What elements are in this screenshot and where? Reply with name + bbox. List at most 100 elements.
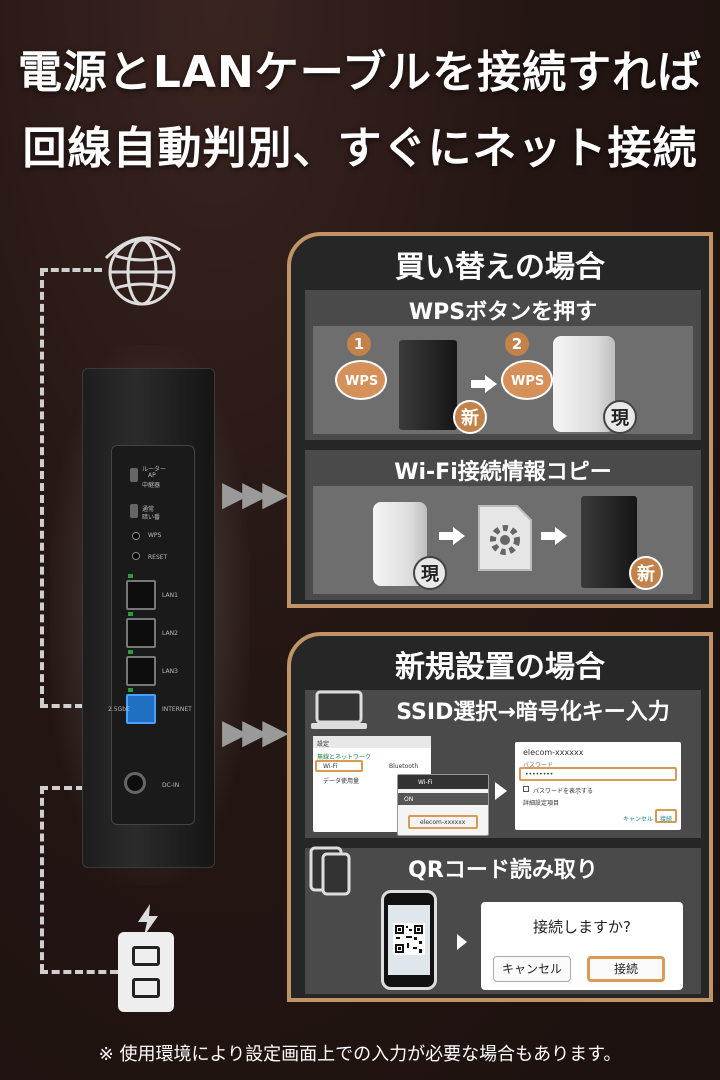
lan3-led bbox=[128, 650, 133, 654]
arrow-step-stem bbox=[471, 380, 485, 388]
new-badge-1: 新 bbox=[453, 400, 487, 434]
lan3-port bbox=[126, 656, 156, 686]
step-2-number: 2 bbox=[505, 332, 529, 356]
settings-group-label: 無線とネットワーク bbox=[317, 754, 372, 761]
wifi-screen-title: Wi-Fi bbox=[418, 779, 433, 786]
arrow-copy-stem-1 bbox=[439, 532, 453, 540]
new-install-panel: 新規設置の場合 SSID選択→暗号化キー入力 設定 無線とネットワーク Wi-F… bbox=[287, 632, 713, 1002]
wifi-on-label: ON bbox=[404, 796, 414, 803]
arrow-step-icon bbox=[485, 375, 497, 393]
light-switch bbox=[130, 504, 138, 518]
wps-badge-2: WPS bbox=[511, 374, 545, 389]
new-router-device-copy bbox=[581, 496, 637, 588]
wps-button bbox=[132, 532, 140, 540]
current-badge-1: 現 bbox=[603, 400, 637, 434]
password-cancel-button[interactable]: キャンセル bbox=[623, 816, 654, 823]
ssid-section-title: SSID選択→暗号化キー入力 bbox=[396, 700, 670, 725]
settings-document-icon bbox=[478, 505, 532, 571]
wifi-on-bar bbox=[398, 793, 488, 805]
router-device: ルーター AP 中継器 通常 暗い番 WPS RESET LAN1 LAN2 L… bbox=[82, 368, 215, 868]
lan1-port bbox=[126, 580, 156, 610]
copy-section-title: Wi-Fi接続情報コピー bbox=[394, 460, 612, 485]
internet-led bbox=[128, 688, 133, 692]
show-password-checkbox[interactable] bbox=[523, 786, 529, 792]
speed-label: 2.5GbE bbox=[108, 706, 130, 713]
mode-label-repeater: 中継器 bbox=[142, 482, 161, 489]
new-install-panel-title: 新規設置の場合 bbox=[395, 650, 605, 685]
headline-line-1: 電源とLANケーブルを接続すれば bbox=[17, 47, 703, 98]
dialog-question: 接続しますか? bbox=[533, 918, 631, 936]
dc-in-jack bbox=[124, 772, 146, 794]
replace-panel-title: 買い替えの場合 bbox=[395, 250, 605, 285]
password-field-highlight bbox=[519, 767, 677, 781]
wps-section: WPSボタンを押す 1 WPS 新 2 WPS 現 bbox=[305, 290, 701, 440]
step-1-number: 1 bbox=[347, 332, 371, 356]
wifi-item-highlight bbox=[315, 760, 363, 772]
advanced-settings-label: 詳細設定項目 bbox=[523, 800, 560, 807]
outlet-socket-bottom bbox=[132, 978, 160, 998]
mode-switch bbox=[130, 468, 138, 482]
new-router-device bbox=[399, 340, 457, 430]
lan2-port bbox=[126, 618, 156, 648]
dialog-connect-button[interactable]: 接続 bbox=[587, 956, 665, 982]
power-outlet-icon bbox=[118, 932, 174, 1012]
internet-connection-line-vertical bbox=[40, 268, 44, 706]
reset-port-label: RESET bbox=[148, 554, 168, 561]
copy-section: Wi-Fi接続情報コピー 現 新 bbox=[305, 450, 701, 600]
internet-connection-line bbox=[40, 268, 102, 272]
wps-badge-1: WPS bbox=[345, 374, 379, 389]
light-label-dark: 暗い番 bbox=[142, 514, 161, 521]
settings-header bbox=[313, 736, 431, 748]
lan1-port-label: LAN1 bbox=[162, 592, 178, 599]
settings-title: 設定 bbox=[317, 741, 330, 748]
power-bolt-icon bbox=[138, 904, 158, 936]
connect-dialog: 接続しますか? キャンセル 接続 bbox=[481, 902, 683, 990]
password-screen-ssid: elecom-xxxxxx bbox=[523, 748, 584, 757]
power-connection-line bbox=[40, 786, 120, 790]
wps-port-label: WPS bbox=[148, 532, 162, 539]
arrow-qr-icon bbox=[457, 934, 467, 950]
dialog-cancel-button[interactable]: キャンセル bbox=[493, 956, 571, 982]
mode-label-router: ルーター bbox=[142, 466, 167, 473]
lan3-port-label: LAN3 bbox=[162, 668, 178, 675]
qr-code-icon bbox=[393, 923, 425, 955]
dc-in-port-label: DC-IN bbox=[162, 782, 180, 789]
password-connect-highlight bbox=[655, 809, 677, 823]
password-input[interactable]: •••••••• bbox=[525, 771, 554, 778]
arrow-copy-stem-2 bbox=[541, 532, 555, 540]
power-connection-line-vertical bbox=[40, 786, 44, 972]
light-label-normal: 通常 bbox=[142, 506, 155, 513]
arrow-copy-icon-1 bbox=[453, 527, 465, 545]
settings-bluetooth-item[interactable]: Bluetooth bbox=[389, 763, 419, 770]
tablet-icon bbox=[309, 846, 351, 896]
qr-section: QRコード読み取り 接続しますか? キャンセル 接続 bbox=[305, 846, 701, 994]
arrow-chevrons-to-new: ▶▶▶ bbox=[222, 712, 288, 752]
password-screen: elecom-xxxxxx パスワード •••••••• パスワードを表示する … bbox=[515, 742, 681, 830]
wifi-screen-header bbox=[398, 775, 488, 789]
internet-port-label: INTERNET bbox=[162, 706, 192, 713]
smartphone-icon bbox=[381, 890, 437, 990]
current-badge-2: 現 bbox=[413, 556, 447, 590]
arrow-ssid-icon bbox=[495, 782, 507, 800]
reset-button bbox=[132, 552, 140, 560]
outlet-socket-top bbox=[132, 946, 160, 966]
password-connect-button[interactable]: 接続 bbox=[660, 816, 673, 823]
power-connection-line-to-outlet bbox=[40, 970, 118, 974]
password-field-label: パスワード bbox=[523, 762, 554, 769]
headline-line-2: 回線自動判別、すぐにネット接続 bbox=[22, 123, 698, 174]
lan2-led bbox=[128, 612, 133, 616]
show-password-label: パスワードを表示する bbox=[533, 788, 594, 795]
replace-panel: 買い替えの場合 WPSボタンを押す 1 WPS 新 2 WPS 現 Wi-Fi接… bbox=[287, 232, 713, 608]
arrow-chevrons-to-replace: ▶▶▶ bbox=[222, 474, 288, 514]
ssid-section: SSID選択→暗号化キー入力 設定 無線とネットワーク Wi-Fi Blueto… bbox=[305, 690, 701, 838]
wifi-ssid-item[interactable]: elecom-xxxxxx bbox=[420, 819, 466, 826]
new-badge-2: 新 bbox=[629, 556, 663, 590]
internet-connection-line-to-port bbox=[40, 704, 118, 708]
internet-port bbox=[126, 694, 156, 724]
mode-label-ap: AP bbox=[148, 472, 156, 479]
settings-wifi-item[interactable]: Wi-Fi bbox=[323, 763, 338, 770]
press-hand-icon-2 bbox=[501, 360, 553, 400]
settings-data-item[interactable]: データ使用量 bbox=[323, 778, 360, 785]
wifi-screen: Wi-Fi ON elecom-xxxxxx bbox=[397, 774, 489, 836]
lan1-led bbox=[128, 574, 133, 578]
